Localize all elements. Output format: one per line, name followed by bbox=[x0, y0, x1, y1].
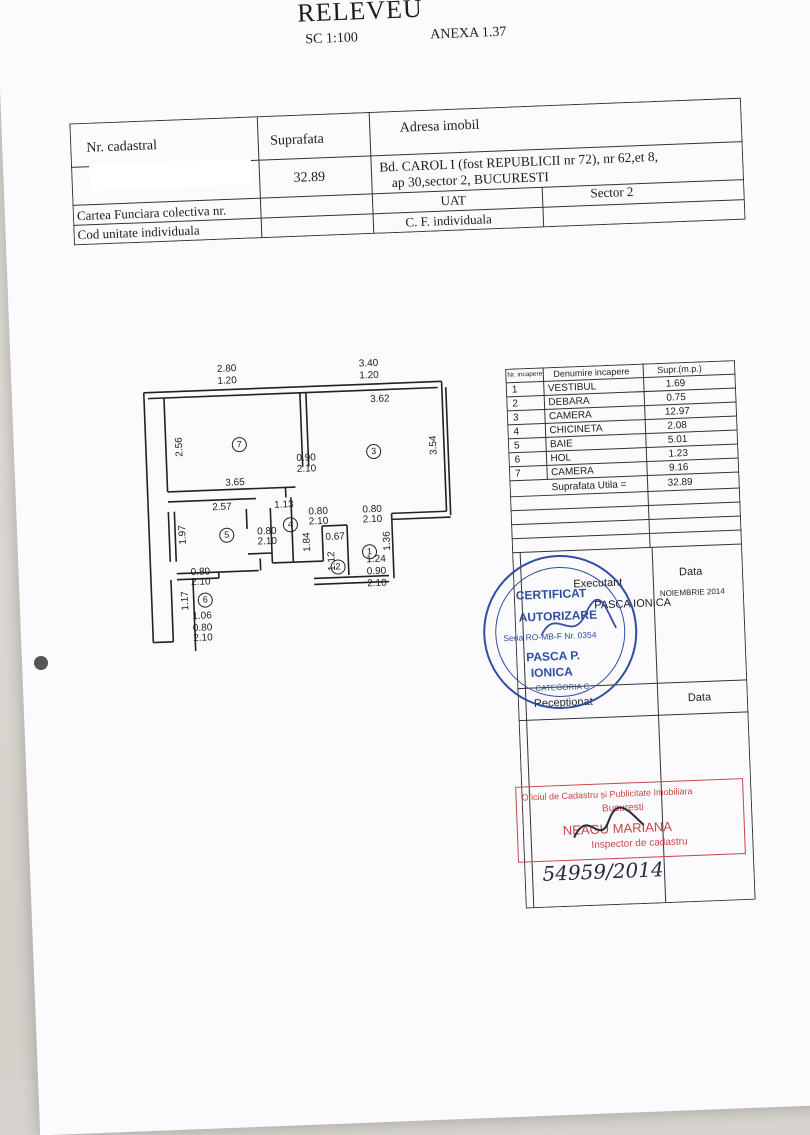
room-row-5-area: 5.01 bbox=[668, 434, 688, 446]
uat-value: Sector 2 bbox=[590, 184, 634, 202]
dim-top-left-outer: 2.80 bbox=[217, 363, 237, 375]
room-row-5-nr: 5 bbox=[514, 440, 520, 451]
dim-top-left-inner: 1.20 bbox=[217, 375, 237, 387]
dim-debara-width: 0.67 bbox=[325, 531, 345, 543]
dim-bath-height: 1.17 bbox=[180, 591, 192, 611]
dim-door-d-height: 2.10 bbox=[191, 576, 211, 588]
dim-top-right-inner: 1.20 bbox=[359, 370, 379, 382]
dim-room4-height: 1.84 bbox=[301, 532, 313, 552]
dim-door-c-height: 2.10 bbox=[257, 536, 277, 548]
room-row-1-nr: 1 bbox=[512, 384, 518, 395]
dim-room1-height: 1.36 bbox=[381, 531, 393, 551]
dim-room5-height: 1.97 bbox=[177, 525, 189, 545]
data-label: Data bbox=[679, 565, 703, 578]
room-row-4-nr: 4 bbox=[513, 426, 519, 437]
surface-value: 32.89 bbox=[293, 170, 325, 187]
room-row-6-area: 1.23 bbox=[668, 448, 688, 460]
punch-hole bbox=[34, 656, 48, 670]
dim-room3-width: 3.62 bbox=[370, 393, 390, 405]
dim-entry-door-height: 2.10 bbox=[367, 578, 387, 590]
room-row-5-name: BAIE bbox=[550, 438, 573, 450]
dim-top-right-outer: 3.40 bbox=[359, 358, 379, 370]
scale-label: SC 1:100 bbox=[305, 30, 358, 48]
room-row-3-nr: 3 bbox=[513, 412, 519, 423]
executant-signature bbox=[530, 593, 622, 656]
dim-room7-height: 2.56 bbox=[174, 437, 186, 457]
room-row-4-name: CHICINETA bbox=[549, 423, 603, 436]
room-row-2-nr: 2 bbox=[512, 398, 518, 409]
total-area-value: 32.89 bbox=[667, 477, 692, 489]
dim-door-a-height: 2.10 bbox=[309, 516, 329, 528]
dim-bath-width: 1.06 bbox=[192, 610, 212, 622]
col-address: Adresa imobil bbox=[400, 118, 480, 137]
room-row-7-name: CAMERA bbox=[551, 466, 594, 479]
room-row-1-name: VESTIBUL bbox=[548, 381, 597, 394]
dim-door-b-height: 2.10 bbox=[363, 514, 383, 526]
cf-individuala-label: C. F. individuala bbox=[405, 211, 492, 230]
room-row-7-area: 9.16 bbox=[669, 462, 689, 474]
room-row-2-name: DEBARA bbox=[548, 396, 590, 409]
room-row-6-name: HOL bbox=[550, 452, 571, 464]
room-row-1-area: 1.69 bbox=[666, 378, 686, 390]
room-row-3-area: 12.97 bbox=[665, 406, 690, 418]
annex-label: ANEXA 1.37 bbox=[430, 25, 507, 44]
document-title: RELEVEU bbox=[297, 0, 423, 29]
room-row-4-area: 2.08 bbox=[667, 420, 687, 432]
dim-door-7-3-height: 2.10 bbox=[297, 463, 317, 475]
col-cadastral: Nr. cadastral bbox=[86, 138, 157, 157]
room-row-2-area: 0.75 bbox=[666, 392, 686, 404]
uat-label: UAT bbox=[440, 192, 466, 209]
col-surface: Suprafata bbox=[270, 132, 324, 150]
dim-entry-door: 0.90 bbox=[367, 566, 387, 578]
dim-door-7-3: 0.90 bbox=[296, 452, 316, 464]
handwritten-registration-number: 54959/2014 bbox=[542, 857, 664, 886]
dim-hall-width: 1.13 bbox=[274, 499, 294, 511]
floor-plan: 2.80 1.20 3.40 1.20 3.62 2.56 3.54 0.90 … bbox=[141, 351, 472, 653]
dim-room5-width: 2.57 bbox=[212, 502, 232, 514]
dim-door-e-height: 2.10 bbox=[193, 632, 213, 644]
rooms-col-nr: Nr. incapere bbox=[507, 370, 542, 378]
room-row-3-name: CAMERA bbox=[549, 410, 592, 423]
rooms-col-area: Supr.(m.p.) bbox=[657, 363, 702, 375]
data-label-2: Data bbox=[688, 691, 712, 704]
room-row-7-nr: 7 bbox=[515, 468, 521, 479]
stamp-name-2: IONICA bbox=[531, 665, 574, 681]
room-row-6-nr: 6 bbox=[514, 454, 520, 465]
signature-scribble bbox=[568, 800, 650, 853]
dim-room7-width: 3.65 bbox=[225, 477, 245, 489]
dim-room3-height: 3.54 bbox=[428, 435, 440, 455]
